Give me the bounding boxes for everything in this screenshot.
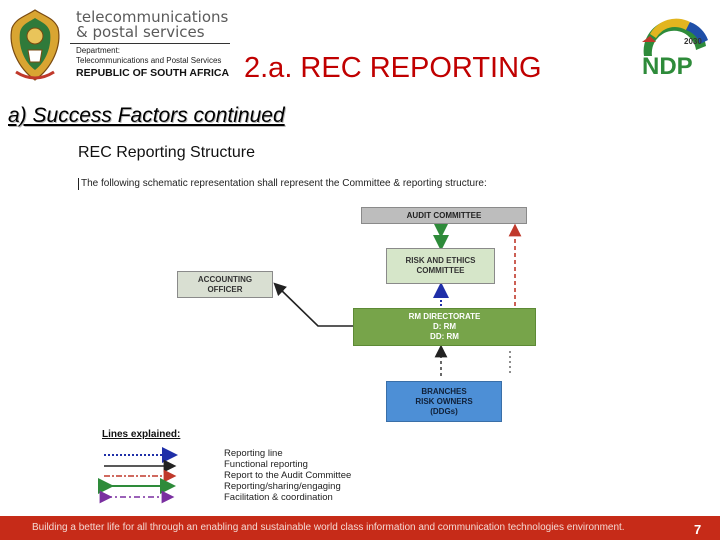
ndp-logo-text: NDP — [642, 53, 693, 80]
branches-label-line1: BRANCHES — [421, 386, 467, 396]
country-name: REPUBLIC OF SOUTH AFRICA — [76, 67, 230, 79]
slide-title: 2.a. REC REPORTING — [244, 52, 542, 84]
rm-label-line1: RM DIRECTORATE — [408, 312, 481, 321]
audit-committee-box: AUDIT COMMITTEE — [361, 207, 527, 224]
accounting-label-line2: OFFICER — [207, 284, 243, 294]
connector-rm-accounting — [273, 282, 353, 327]
department-title-line1: telecommunications — [76, 8, 229, 26]
rm-directorate-box: RM DIRECTORATE D: RM DD: RM — [353, 308, 536, 346]
risk-ethics-label-line2: COMMITTEE — [416, 266, 465, 275]
branches-label-line2: RISK OWNERS — [415, 396, 473, 406]
legend-label-facilitation: Facilitation & coordination — [224, 492, 333, 503]
legend-label-audit: Report to the Audit Committee — [224, 470, 352, 481]
rm-label-line3: DD: RM — [430, 332, 459, 341]
coat-of-arms-logo — [10, 9, 60, 81]
department-subtitle: Department: Telecommunications and Posta… — [76, 46, 221, 66]
header-divider — [70, 43, 230, 44]
accounting-officer-box: ACCOUNTING OFFICER — [177, 271, 273, 298]
risk-ethics-label-line1: RISK AND ETHICS — [405, 256, 476, 265]
legend-label-sharing: Reporting/sharing/engaging — [224, 481, 341, 492]
department-label: Department: — [76, 46, 121, 55]
branches-risk-owners-box: BRANCHES RISK OWNERS (DDGs) — [386, 381, 502, 422]
ndp-2030-logo: 2030 NDP — [642, 18, 708, 80]
audit-committee-label: AUDIT COMMITTEE — [406, 210, 482, 220]
page-number: 7 — [694, 522, 702, 537]
rm-label-line2: D: RM — [432, 322, 457, 331]
risk-ethics-committee-box: RISK AND ETHICS COMMITTEE — [386, 248, 495, 284]
branches-label-line3: (DDGs) — [430, 406, 458, 416]
department-title: telecommunications & postal services — [76, 10, 228, 40]
accounting-label-line1: ACCOUNTING — [197, 274, 253, 284]
legend-label-reporting: Reporting line — [224, 448, 283, 459]
section-heading: REC Reporting Structure — [78, 144, 255, 161]
department-name: Telecommunications and Postal Services — [76, 56, 222, 65]
legend-label-functional: Functional reporting — [224, 459, 308, 470]
footer-tagline: Building a better life for all through a… — [32, 522, 625, 533]
ndp-logo-year: 2030 — [684, 37, 702, 46]
department-title-line2: & postal services — [76, 23, 205, 41]
legend-heading: Lines explained: — [102, 429, 181, 440]
footer-bar — [0, 516, 720, 540]
schematic-intro-text: The following schematic representation s… — [78, 178, 559, 190]
slide-subtitle: a) Success Factors continued — [8, 104, 285, 127]
